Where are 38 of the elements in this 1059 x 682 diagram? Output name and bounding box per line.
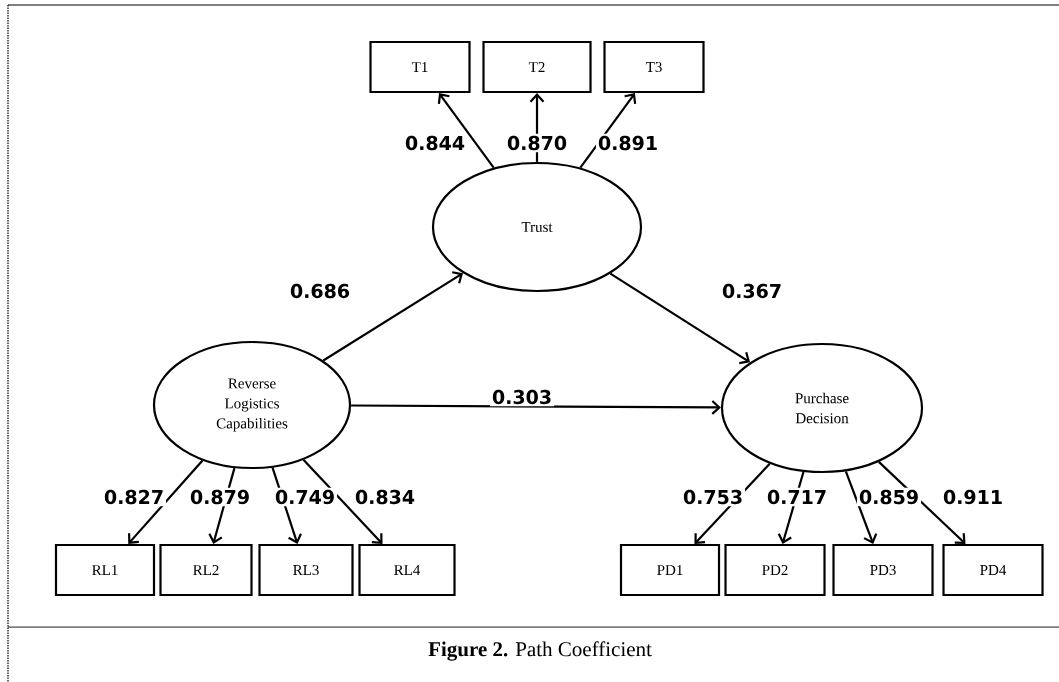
indicator-box: T2 [482, 40, 592, 94]
indicator-box: PD2 [724, 543, 826, 597]
indicator-box: T3 [603, 40, 705, 94]
edge-label: 0.749 [272, 487, 338, 507]
edge-label: 0.717 [764, 487, 830, 507]
arrow [844, 470, 878, 544]
figure-caption: Figure 2. Path Coefficient [428, 641, 652, 661]
edge-label: 0.891 [595, 133, 661, 153]
arrow [609, 272, 751, 365]
arrow [322, 271, 463, 362]
edge-label: 0.834 [352, 487, 418, 507]
edge-label: 0.827 [101, 487, 167, 507]
edge-label: 0.753 [680, 487, 746, 507]
edge-label: 0.870 [504, 133, 570, 153]
arrow [302, 459, 383, 544]
indicator-box: PD3 [832, 543, 934, 597]
indicator-box: RL2 [159, 543, 253, 597]
indicator-box: T1 [369, 40, 471, 94]
ellipse-node: Reverse Logistics Capabilities [152, 340, 352, 470]
arrow [437, 93, 495, 169]
arrow [351, 400, 721, 415]
edge-label: 0.879 [187, 487, 253, 507]
edge-label: 0.303 [489, 387, 555, 407]
indicator-box: RL3 [258, 543, 354, 597]
edge-label: 0.844 [402, 133, 468, 153]
arrow [128, 459, 204, 544]
indicator-box: RL1 [54, 543, 156, 597]
indicator-box: RL4 [358, 543, 456, 597]
arrow [878, 461, 966, 544]
arrow [579, 93, 637, 169]
edge-label: 0.686 [287, 281, 353, 301]
ellipse-node: Trust [431, 161, 643, 293]
edge-label: 0.911 [940, 487, 1006, 507]
edge-label: 0.367 [719, 281, 785, 301]
indicator-box: PD1 [619, 543, 721, 597]
ellipse-node: Purchase Decision [720, 342, 924, 474]
indicator-box: PD4 [942, 543, 1044, 597]
edge-label: 0.859 [856, 487, 922, 507]
